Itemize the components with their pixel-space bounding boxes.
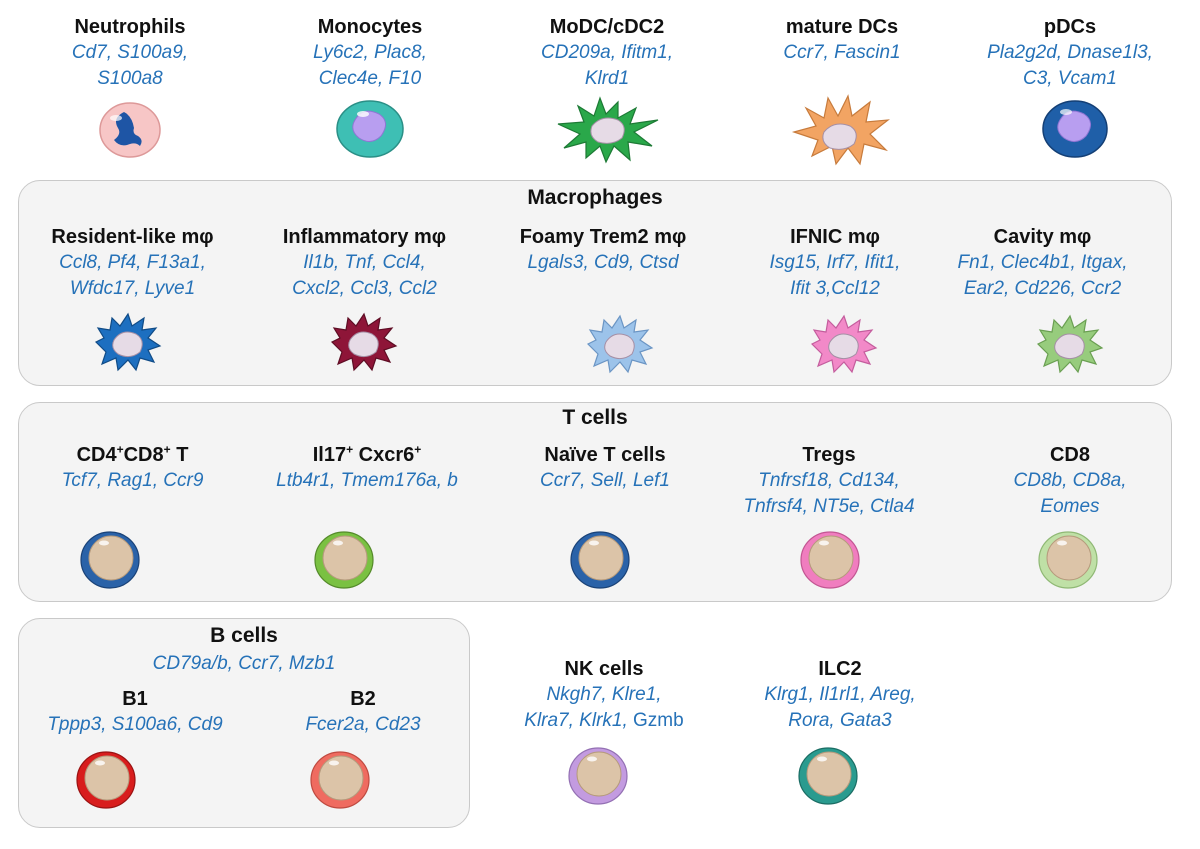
cell-name: IFNIC mφ xyxy=(790,226,880,248)
marker-genes-line: Tnfrsf4, NT5e, Ctla4 xyxy=(743,496,915,517)
marker-genes-line: Fcer2a, Cd23 xyxy=(305,714,421,735)
cell-name: Il17+ Cxcr6+ xyxy=(312,442,422,466)
cell-name: MoDC/cDC2 xyxy=(549,16,665,38)
marker-genes-line: Il1b, Tnf, Ccl4, xyxy=(303,252,426,273)
marker-genes-line: Clec4e, F10 xyxy=(318,68,422,89)
pdc-icon xyxy=(1042,100,1108,158)
cell-type-nk-cells: NK cells Nkgh7, Klre1, Klra7, Klrk1, Gzm… xyxy=(498,656,710,734)
marker-genes-line: Isg15, Irf7, Ifit1, xyxy=(769,252,901,273)
cell-name: Neutrophils xyxy=(74,16,186,38)
marker-genes-line: S100a8 xyxy=(97,68,163,89)
cell-type-ilc2: ILC2 Klrg1, Il1rl1, Areg, Rora, Gata3 xyxy=(735,656,945,734)
cell-type-neutrophils: Neutrophils Cd7, S100a9, S100a8 xyxy=(40,14,220,92)
lymphocyte-icon xyxy=(314,531,374,589)
lymphocyte-icon xyxy=(798,747,858,805)
lymphocyte-icon xyxy=(76,751,136,809)
lymphocyte-icon xyxy=(800,531,860,589)
marker-genes-line: Cxcl2, Ccl3, Ccl2 xyxy=(292,278,437,299)
cell-name: Foamy Trem2 mφ xyxy=(519,226,687,248)
marker-genes-line: Ccr7, Sell, Lef1 xyxy=(540,470,670,491)
cell-type-resident-like-macrophage: Resident-like mφ Ccl8, Pf4, F13a1, Wfdc1… xyxy=(30,224,235,302)
lymphocyte-icon xyxy=(1038,531,1098,589)
marker-genes-line: Lgals3, Cd9, Ctsd xyxy=(527,252,679,273)
cell-name: mature DCs xyxy=(785,16,899,38)
marker-genes-line: Klra7, Klrk1, Gzmb xyxy=(524,710,684,731)
b-cells-marker-genes: CD79a/b, Ccr7, Mzb1 xyxy=(152,653,336,674)
cell-type-naive-t-cells: Naïve T cells Ccr7, Sell, Lef1 xyxy=(505,442,705,494)
cell-name: Inflammatory mφ xyxy=(282,226,447,248)
marker-genes-line: Cd7, S100a9, xyxy=(71,42,189,63)
macrophage-icon xyxy=(94,312,162,372)
cell-name: Tregs xyxy=(802,444,856,466)
cell-type-b2: B2 Fcer2a, Cd23 xyxy=(268,686,458,738)
marker-genes-line: Fn1, Clec4b1, Itgax, xyxy=(957,252,1128,273)
cell-type-mature-dcs: mature DCs Ccr7, Fascin1 xyxy=(752,14,932,66)
marker-genes-line: Tnfrsf18, Cd134, xyxy=(758,470,900,491)
cell-type-tregs: Tregs Tnfrsf18, Cd134, Tnfrsf4, NT5e, Ct… xyxy=(718,442,940,520)
lymphocyte-icon xyxy=(80,531,140,589)
monocyte-icon xyxy=(336,100,404,158)
macrophage-icon xyxy=(586,314,654,374)
cell-type-b1: B1 Tppp3, S100a6, Cd9 xyxy=(20,686,250,738)
lymphocyte-icon xyxy=(570,531,630,589)
cell-type-cavity-macrophage: Cavity mφ Fn1, Clec4b1, Itgax, Ear2, Cd2… xyxy=(935,224,1150,302)
cell-type-foamy-trem2-macrophage: Foamy Trem2 mφ Lgals3, Cd9, Ctsd xyxy=(496,224,710,276)
cell-type-ifnic-macrophage: IFNIC mφ Isg15, Irf7, Ifit1, Ifit 3,Ccl1… xyxy=(735,224,935,302)
cell-type-cd8: CD8 CD8b, CD8a, Eomes xyxy=(980,442,1160,520)
lymphocyte-icon xyxy=(310,751,370,809)
cell-name: Monocytes xyxy=(317,16,423,38)
marker-genes-line: Nkgh7, Klre1, xyxy=(546,684,662,705)
cell-name: B2 xyxy=(350,688,376,710)
cell-type-cd4-cd8-t: CD4+CD8+ T Tcf7, Rag1, Ccr9 xyxy=(30,442,235,494)
macrophage-icon xyxy=(810,314,878,374)
neutrophil-icon xyxy=(99,102,161,158)
marker-genes-line: Pla2g2d, Dnase1l3, xyxy=(987,42,1153,63)
cell-type-pdcs: pDCs Pla2g2d, Dnase1l3, C3, Vcam1 xyxy=(970,14,1170,92)
cell-name: Naïve T cells xyxy=(544,444,666,466)
cell-name: CD8 xyxy=(1049,444,1090,466)
marker-genes-line: Tcf7, Rag1, Ccr9 xyxy=(61,470,204,491)
macrophage-icon xyxy=(330,312,398,372)
cell-name: CD4+CD8+ T xyxy=(76,442,189,466)
marker-genes-line: Rora, Gata3 xyxy=(788,710,892,731)
marker-genes-line: Ccr7, Fascin1 xyxy=(783,42,901,63)
marker-genes-line: CD209a, Ifitm1, xyxy=(541,42,673,63)
panel-title-macrophages: Macrophages xyxy=(527,186,663,209)
marker-genes-line: Klrd1 xyxy=(584,68,630,89)
cell-name: pDCs xyxy=(1043,16,1097,38)
marker-genes-line: C3, Vcam1 xyxy=(1023,68,1117,89)
marker-genes-line: Klrg1, Il1rl1, Areg, xyxy=(764,684,916,705)
cell-name: ILC2 xyxy=(818,658,862,680)
cell-name: Resident-like mφ xyxy=(51,226,214,248)
marker-genes-line: Ifit 3,Ccl12 xyxy=(790,278,880,299)
marker-genes-line: Ear2, Cd226, Ccr2 xyxy=(963,278,1122,299)
marker-genes-line: Eomes xyxy=(1040,496,1100,517)
cell-name: B1 xyxy=(122,688,148,710)
marker-genes-line: Ltb4r1, Tmem176a, b xyxy=(276,470,458,491)
marker-genes-line: Ccl8, Pf4, F13a1, xyxy=(59,252,206,273)
marker-genes-line: Wfdc17, Lyve1 xyxy=(69,278,196,299)
cell-name: NK cells xyxy=(564,658,644,680)
marker-genes-line: Ly6c2, Plac8, xyxy=(313,42,427,63)
marker-genes-line: Tppp3, S100a6, Cd9 xyxy=(47,714,223,735)
cell-type-il17-cxcr6: Il17+ Cxcr6+ Ltb4r1, Tmem176a, b xyxy=(252,442,482,494)
cell-type-modc-cdc2: MoDC/cDC2 CD209a, Ifitm1, Klrd1 xyxy=(512,14,702,92)
dendritic-cell-icon xyxy=(791,94,890,166)
cell-type-monocytes: Monocytes Ly6c2, Plac8, Clec4e, F10 xyxy=(275,14,465,92)
cell-name: Cavity mφ xyxy=(993,226,1092,248)
panel-title-t-cells: T cells xyxy=(562,406,628,429)
macrophage-icon xyxy=(1036,314,1104,374)
marker-genes-line: CD8b, CD8a, xyxy=(1013,470,1127,491)
panel-title-b-cells: B cells xyxy=(210,624,278,647)
lymphocyte-icon xyxy=(568,747,628,805)
dendritic-cell-icon xyxy=(557,96,659,164)
cell-type-inflammatory-macrophage: Inflammatory mφ Il1b, Tnf, Ccl4, Cxcl2, … xyxy=(262,224,467,302)
